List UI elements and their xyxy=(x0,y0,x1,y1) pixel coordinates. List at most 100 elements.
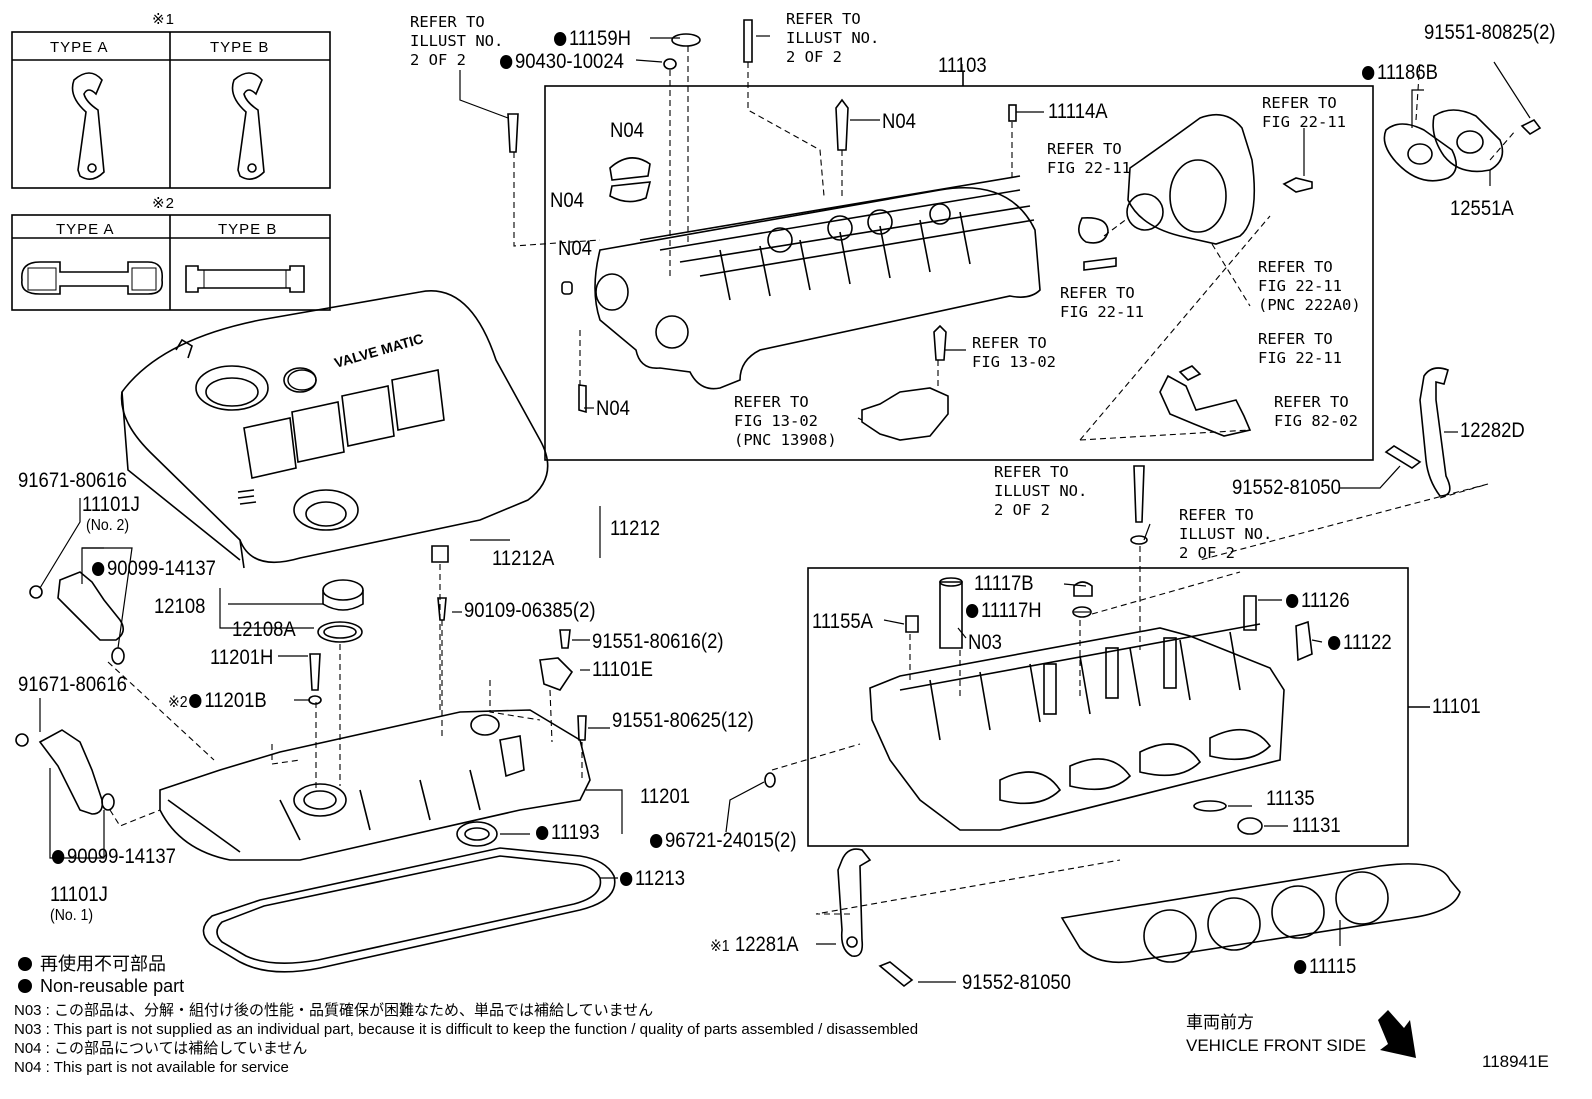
part-label-12108A[interactable]: 12108A xyxy=(232,618,296,641)
part-label-11101J-no1[interactable]: 11101J xyxy=(50,883,108,906)
part-number: 11213 xyxy=(634,867,685,890)
part-label-11101E[interactable]: 11101E xyxy=(592,658,653,681)
non-reusable-dot-icon xyxy=(1362,66,1375,80)
inset-1-mark: ※1 xyxy=(152,11,175,28)
note-1-mark: ※1 xyxy=(710,938,730,955)
cylinder-head-drawing xyxy=(869,623,1285,831)
part-label-n04[interactable]: N04 xyxy=(610,119,644,142)
figure-id: 118941E xyxy=(1482,1052,1549,1071)
part-label-11135[interactable]: 11135 xyxy=(1266,787,1315,810)
refer-note: REFER TO FIG 13-02 (PNC 13908) xyxy=(734,393,837,449)
vvt-housing-drawing xyxy=(1078,113,1313,271)
part-label-n04[interactable]: N04 xyxy=(558,237,592,260)
inset-1-type-b: TYPE B xyxy=(210,39,270,56)
part-number: 96721-24015(2) xyxy=(664,829,797,852)
refer-note: REFER TO FIG 82-02 xyxy=(1274,393,1358,430)
part-label-11103[interactable]: 11103 xyxy=(938,54,987,77)
part-label-91552-81050[interactable]: 91552-81050 xyxy=(962,971,1071,994)
non-reusable-dot-icon xyxy=(500,55,513,69)
non-reusable-dot-icon xyxy=(18,957,32,971)
non-reusable-dot-icon xyxy=(554,32,567,46)
non-reusable-dot-icon xyxy=(92,562,105,576)
part-label-12282D[interactable]: 12282D xyxy=(1460,419,1525,442)
part-label-11117H[interactable]: 11117H xyxy=(966,600,1042,621)
part-label-11186B[interactable]: 11186B xyxy=(1362,62,1438,83)
legend-nonreusable-jp: 再使用不可部品 xyxy=(18,950,166,976)
part-label-90430-10024[interactable]: 90430-10024 xyxy=(500,51,624,72)
legend-text: 再使用不可部品 xyxy=(40,954,166,974)
part-label-11212[interactable]: 11212 xyxy=(610,517,661,540)
part-number: 11159H xyxy=(568,27,631,50)
part-label-11201H[interactable]: 11201H xyxy=(210,646,274,669)
legend-nonreusable-en: Non-reusable part xyxy=(18,976,184,997)
inset-2-type-b: TYPE B xyxy=(218,221,278,238)
part-label-11122[interactable]: 11122 xyxy=(1328,632,1392,653)
part-label-96721-24015[interactable]: 96721-24015(2) xyxy=(650,830,796,851)
part-number: 11122 xyxy=(1342,631,1392,654)
part-label-11117B[interactable]: 11117B xyxy=(974,572,1034,595)
part-label-91671-80616[interactable]: 91671-80616 xyxy=(18,469,127,492)
part-label-11155A[interactable]: 11155A xyxy=(812,610,873,633)
lift-bracket-12281A-drawing xyxy=(837,848,872,957)
vehicle-front-jp: 車両前方 xyxy=(1186,1013,1254,1032)
oil-filler-cap-drawing xyxy=(322,579,364,601)
part-label-n04[interactable]: N04 xyxy=(882,110,916,133)
part-label-12108[interactable]: 12108 xyxy=(154,595,206,618)
part-label-11131[interactable]: 11131 xyxy=(1292,814,1341,837)
part-label-11126[interactable]: 11126 xyxy=(1286,590,1350,611)
oil-seal-11193-drawing xyxy=(456,821,498,847)
part-label-91551-80825[interactable]: 91551-80825(2) xyxy=(1424,21,1556,44)
part-label-n03[interactable]: N03 xyxy=(968,631,1002,654)
part-label-11114A[interactable]: 11114A xyxy=(1048,100,1108,123)
footnote-n03-en: N03 : This part is not supplied as an in… xyxy=(14,1021,919,1038)
non-reusable-dot-icon xyxy=(620,872,633,886)
part-label-90109-06385[interactable]: 90109-06385(2) xyxy=(464,599,596,622)
part-label-11101[interactable]: 11101 xyxy=(1432,695,1481,718)
refer-note: REFER TO FIG 22-11 xyxy=(1060,284,1144,321)
part-label-11159H[interactable]: 11159H xyxy=(554,28,631,49)
part-label-91551-80616[interactable]: 91551-80616(2) xyxy=(592,630,724,653)
part-label-11101J-no2[interactable]: 11101J xyxy=(82,493,140,516)
lift-bracket-12282D-drawing xyxy=(1419,367,1451,497)
part-label-91671-80616[interactable]: 91671-80616 xyxy=(18,673,127,696)
inset-2-type-a: TYPE A xyxy=(56,221,115,238)
non-reusable-dot-icon xyxy=(650,834,663,848)
part-label-91551-80625[interactable]: 91551-80625(12) xyxy=(612,709,754,732)
intake-gasket-drawing xyxy=(1383,123,1457,182)
head-gasket-drawing xyxy=(1060,863,1461,964)
part-label-no1: (No. 1) xyxy=(50,907,94,924)
part-label-90099-14137[interactable]: 90099-14137 xyxy=(52,846,176,867)
part-label-11193[interactable]: 11193 xyxy=(536,822,600,843)
refer-note: REFER TO ILLUST NO. 2 OF 2 xyxy=(1179,506,1273,562)
part-label-11115[interactable]: 11115 xyxy=(1294,956,1356,977)
non-reusable-dot-icon xyxy=(536,826,549,840)
ocv-no2-drawing xyxy=(29,571,125,665)
part-label-12551A[interactable]: 12551A xyxy=(1450,197,1514,220)
part-number: 11193 xyxy=(550,821,600,844)
camshaft-housing-drawing xyxy=(594,175,1041,390)
camshaft-housing-frame xyxy=(544,85,1374,461)
part-number: 90099-14137 xyxy=(106,557,216,580)
non-reusable-dot-icon xyxy=(966,604,979,618)
refer-note: REFER TO FIG 22-11 xyxy=(1258,330,1342,367)
part-label-11201[interactable]: 11201 xyxy=(640,785,691,808)
part-label-n04[interactable]: N04 xyxy=(550,189,584,212)
non-reusable-dot-icon xyxy=(1328,636,1341,650)
part-label-90099-14137[interactable]: 90099-14137 xyxy=(92,558,216,579)
part-label-91552-81050[interactable]: 91552-81050 xyxy=(1232,476,1341,499)
head-cover-11201-drawing xyxy=(159,709,591,861)
part-label-11213[interactable]: 11213 xyxy=(620,868,685,889)
part-number: 11115 xyxy=(1308,955,1357,978)
type-b-hook-icon xyxy=(231,72,265,180)
non-reusable-dot-icon xyxy=(1286,594,1299,608)
toyota-logo-icon xyxy=(287,369,317,391)
part-label-11212A[interactable]: 11212A xyxy=(492,547,555,570)
part-label-n04[interactable]: N04 xyxy=(596,397,630,420)
inset-1-frame xyxy=(11,31,331,189)
refer-note: REFER TO ILLUST NO. 2 OF 2 xyxy=(994,463,1088,519)
inset-1-type-a: TYPE A xyxy=(50,39,109,56)
part-number: 12281A xyxy=(734,933,799,956)
part-number: 11186B xyxy=(1376,61,1438,84)
